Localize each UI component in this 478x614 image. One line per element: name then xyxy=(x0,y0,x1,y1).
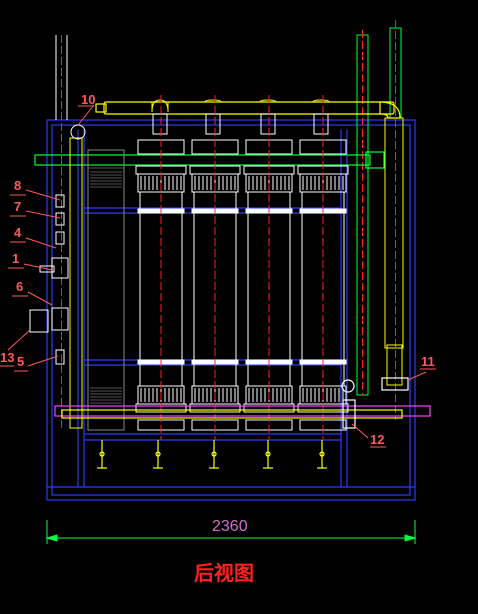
callout-4: 4 xyxy=(14,225,22,240)
drop-3 xyxy=(259,99,277,135)
callout-5: 5 xyxy=(17,354,24,369)
callout-1: 1 xyxy=(12,251,19,266)
drop-4 xyxy=(312,99,330,135)
membrane-module-3 xyxy=(243,95,295,440)
membrane-module-2 xyxy=(189,95,241,440)
callout-6: 7 xyxy=(14,199,21,214)
bottom-hangers xyxy=(97,440,327,469)
left-riser-pipe xyxy=(55,35,68,430)
drop-2 xyxy=(204,99,222,135)
top-header-pipe xyxy=(95,101,401,119)
callout-11: 11 xyxy=(421,354,435,369)
callout-13: 13 xyxy=(0,350,14,365)
hanger-3 xyxy=(209,440,219,469)
membrane-module-ghost xyxy=(87,167,125,431)
callout-12: 12 xyxy=(370,432,384,447)
bottom-drain-pipe xyxy=(54,377,431,429)
callout-7: 8 xyxy=(14,178,21,193)
green-manifold xyxy=(34,151,385,169)
hanger-5 xyxy=(317,440,327,469)
dimension-line xyxy=(45,520,417,544)
view-title: 后视图 xyxy=(194,561,254,585)
hanger-4 xyxy=(263,440,273,469)
hanger-2 xyxy=(153,440,163,469)
membrane-modules xyxy=(87,95,349,440)
callouts xyxy=(0,104,436,448)
header-drops xyxy=(151,99,330,135)
callout-8: 6 xyxy=(16,279,23,294)
callout-10: 10 xyxy=(81,92,95,107)
dimension-value: 2360 xyxy=(212,518,248,535)
drop-1 xyxy=(151,99,169,135)
hanger-1 xyxy=(97,440,107,469)
membrane-module-1 xyxy=(135,95,187,440)
right-riser-pipes xyxy=(356,20,404,420)
membrane-module-4 xyxy=(297,95,349,440)
left-instrument-column xyxy=(29,124,125,431)
